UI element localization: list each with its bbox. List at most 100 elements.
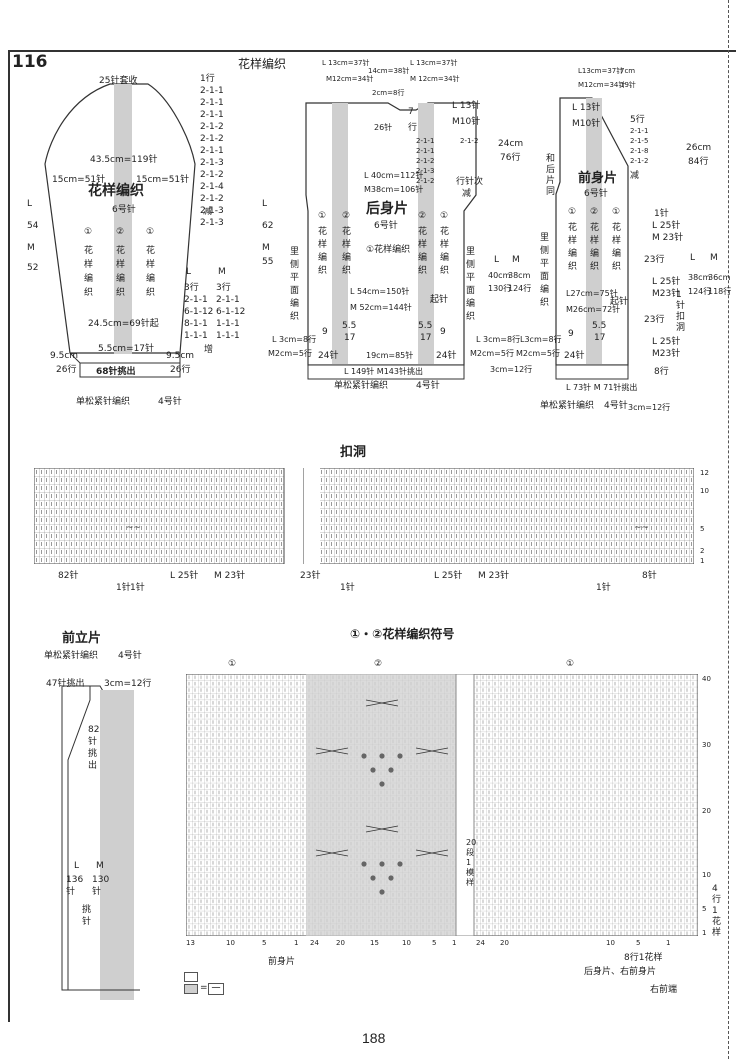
front-l27: L27cm=75针	[566, 289, 618, 298]
front-top-m: M12cm=34针	[578, 81, 626, 89]
back-lm-130: 130行	[488, 284, 512, 293]
band-pick1: 47针挑出	[46, 679, 85, 689]
front-start: 起针	[610, 297, 629, 307]
back-col4: ①	[440, 211, 449, 221]
front-l25c: L 25针	[652, 337, 681, 347]
band-m: M	[96, 861, 104, 871]
band-note: 单松紧针编织	[44, 651, 99, 661]
chart-back-front: 后身片、右前身片	[584, 967, 657, 977]
back-rib: L 149针 M143针挑出	[344, 367, 423, 376]
buttonhole-left: 82针	[58, 571, 79, 581]
back-diagram	[305, 102, 477, 380]
front-top-cm: 7cm	[620, 67, 636, 75]
buttonhole-st1b: 1针	[130, 583, 145, 593]
sleeve-side-r1: 9.5cm	[166, 351, 195, 361]
front-needle: 6号针	[584, 189, 608, 199]
symbol-chart-grid	[186, 674, 698, 936]
front-bl-m: M2cm=5行	[516, 349, 560, 358]
binding-edge	[728, 0, 729, 1059]
buttonhole-right: 8针	[642, 571, 657, 581]
front-lm-m: M	[710, 253, 718, 263]
buttonhole-grid: ~~ ~~	[34, 468, 694, 564]
chart-right-front: 右前端	[650, 985, 678, 995]
back-lm-40: 40cm	[488, 271, 511, 280]
front-title: 前身片	[578, 171, 618, 186]
back-top-m: M12cm=34针	[326, 75, 374, 83]
back-lm-38: 38cm	[508, 271, 531, 280]
front-top-l: L13cm=37针	[578, 67, 624, 75]
front-m26: M26cm=72针	[566, 305, 621, 314]
back-dec-note: 行针次	[456, 177, 484, 187]
sleeve-lm-l: L	[186, 267, 192, 277]
buttonhole-st1d: 1针	[596, 583, 611, 593]
chart-h2: ②	[374, 659, 383, 669]
back-rib-needle: 4号针	[416, 381, 440, 391]
back-shoulder-76: 76行	[500, 153, 521, 163]
front-top-19: 19针	[620, 81, 636, 89]
back-col1-text: 花样编织	[318, 227, 328, 276]
front-m10: M10针	[572, 119, 601, 129]
front-n55: 5.5	[592, 321, 607, 331]
back-lm-124: 124行	[508, 284, 532, 293]
band-title: 前立片	[62, 631, 102, 646]
front-left-side: 里侧平面编织	[540, 233, 550, 308]
back-br-l: L 3cm=8行	[476, 335, 521, 344]
back-col1: ①	[318, 211, 327, 221]
front-lm-118: 118行	[708, 287, 732, 296]
sleeve-needle: 6号针	[112, 205, 136, 215]
chart-rep4: 4行1花样	[712, 884, 722, 938]
band-l136: 136针	[66, 875, 84, 897]
buttonhole-m23: M 23针	[214, 571, 246, 581]
front-rib: L 73针 M 71针挑出	[566, 383, 638, 392]
back-lm-m: M	[512, 255, 520, 265]
back-n24: 24针	[318, 351, 339, 361]
band-pick4: 挑针	[82, 905, 92, 927]
buttonhole-l25b: L 25针	[434, 571, 463, 581]
sleeve-right-width: 15cm=51针	[136, 175, 190, 185]
back-bl-m: M2cm=5行	[268, 349, 312, 358]
front-lm-124: 124行	[688, 287, 712, 296]
band-pick2: 3cm=12行	[104, 679, 152, 689]
front-n9: 9	[568, 329, 574, 339]
sleeve-col3: ①	[146, 227, 155, 237]
back-br-m: M2cm=5行	[470, 349, 514, 358]
back-title: 后身片	[366, 201, 408, 217]
back-len-l: L	[262, 199, 268, 209]
back-n9: 9	[322, 327, 328, 337]
front-one-st: 1针	[654, 209, 669, 219]
front-m23b: M23针	[652, 289, 681, 299]
sleeve-len-54: 54	[27, 221, 39, 231]
chart-title: ①・②花样编织符号	[350, 627, 455, 641]
band-l: L	[74, 861, 80, 871]
sleeve-diagram	[44, 83, 196, 378]
chart-rep8: 8行1花样	[624, 953, 663, 963]
page-number: 188	[362, 1030, 386, 1046]
sleeve-width-mid: 24.5cm=69针起	[88, 319, 159, 329]
back-m52: M 52cm=144针	[350, 303, 412, 312]
chart-front: 前身片	[268, 957, 296, 967]
chart-h1: ①	[228, 659, 237, 669]
band-m130: 130针	[92, 875, 110, 897]
top-title: 花样编织	[238, 57, 287, 71]
front-rows-23: 23行	[644, 255, 665, 265]
back-label-center: ①花样编织	[366, 245, 411, 255]
front-col3-text: 花样编织	[612, 223, 622, 272]
pattern-number: 116	[12, 52, 48, 72]
front-col1: ①	[568, 207, 577, 217]
sleeve-lm-m: M	[218, 267, 226, 277]
back-lm-l: L	[494, 255, 500, 265]
back-bl-l: L 3cm=8行	[272, 335, 317, 344]
back-n55b: 5.5	[418, 321, 433, 331]
front-col2-text: 花样编织	[590, 223, 600, 272]
legend-minus: 一	[208, 983, 224, 995]
back-col3: ②	[418, 211, 427, 221]
back-m10: M10针	[452, 117, 481, 127]
back-m38: M38cm=106针	[364, 185, 424, 194]
sleeve-side-l2: 26行	[56, 365, 77, 375]
sleeve-side-r2: 26行	[170, 365, 191, 375]
front-bl-l: L3cm=8行	[520, 335, 562, 344]
back-n9b: 9	[440, 327, 446, 337]
sleeve-top: 25针套收	[99, 76, 138, 86]
front-rows-23b: 23行	[644, 315, 665, 325]
sleeve-left-width: 15cm=51针	[52, 175, 106, 185]
